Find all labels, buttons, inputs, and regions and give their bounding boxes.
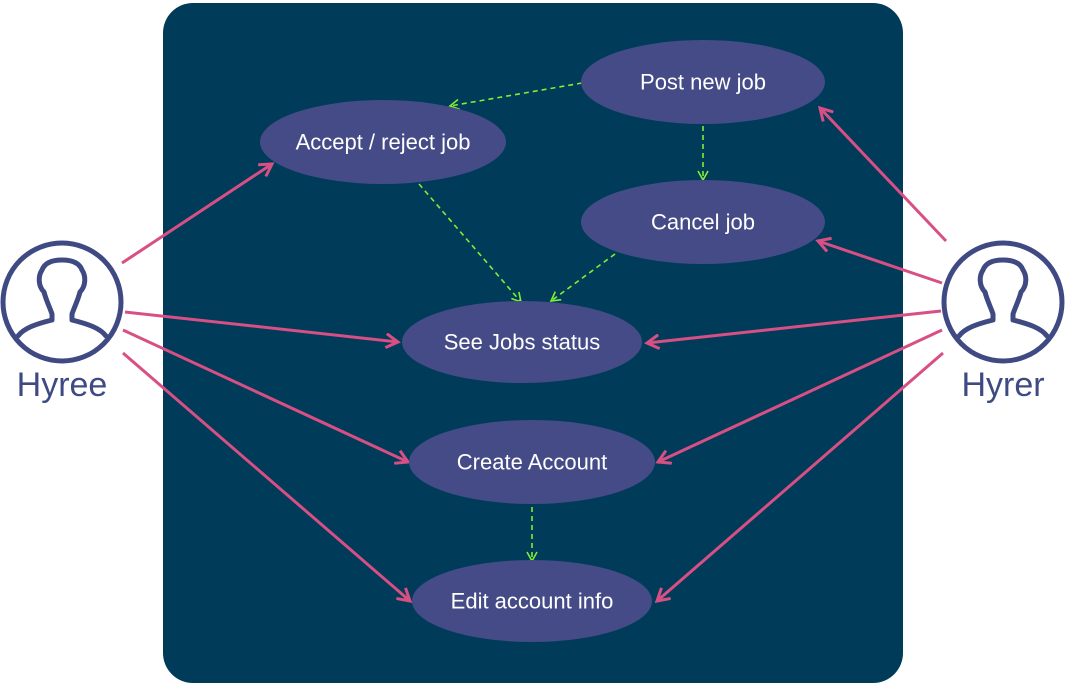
dependency-arrow-post-new-job-to-accept-reject-job (448, 82, 583, 111)
use-case-shape (412, 560, 652, 642)
association-arrow-hyrer-to-edit-account-info (657, 351, 944, 601)
dependency-arrow-accept-reject-job-to-see-jobs-status (418, 183, 523, 304)
actor-hyrer[interactable]: Hyrer (941, 240, 1065, 404)
actor-hyree[interactable]: Hyree (0, 240, 124, 404)
use-case-label: Edit account info (451, 589, 614, 614)
actor-label: Hyree (17, 366, 108, 404)
use-case-label: Create Account (457, 450, 607, 475)
use-case-label: Accept / reject job (296, 130, 471, 155)
user-icon (941, 240, 1065, 364)
association-layer (121, 108, 948, 601)
association-arrow-hyrer-to-see-jobs-status (647, 309, 942, 343)
use-case-shape (581, 40, 825, 124)
actor-label: Hyrer (961, 366, 1044, 404)
use-case-cancel-job[interactable]: Cancel job (581, 180, 825, 264)
use-case-label: Post new job (640, 70, 766, 95)
dependency-arrow-cancel-job-to-see-jobs-status (549, 253, 616, 302)
association-arrow-hyree-to-edit-account-info (122, 351, 410, 601)
association-arrow-hyrer-to-post-new-job (820, 108, 948, 243)
association-arrow-hyrer-to-cancel-job (818, 241, 943, 285)
use-case-see-jobs-status[interactable]: See Jobs status (402, 301, 642, 383)
association-arrow-hyree-to-see-jobs-status (124, 310, 398, 342)
use-case-shape (260, 100, 506, 184)
use-case-shape (409, 420, 655, 504)
association-arrow-hyree-to-create-account (122, 328, 408, 462)
association-arrow-hyree-to-accept-reject-job (121, 164, 272, 265)
use-case-post-new-job[interactable]: Post new job (581, 40, 825, 124)
use-case-label: Cancel job (651, 210, 755, 235)
use-case-label: See Jobs status (444, 330, 601, 355)
use-case-shape (581, 180, 825, 264)
association-arrow-hyrer-to-create-account (658, 328, 943, 462)
use-case-create-account[interactable]: Create Account (409, 420, 655, 504)
use-case-shape (402, 301, 642, 383)
use-case-accept-reject-job[interactable]: Accept / reject job (260, 100, 506, 184)
user-icon (0, 240, 124, 364)
dependency-layer (418, 82, 709, 563)
use-case-edit-account-info[interactable]: Edit account info (412, 560, 652, 642)
